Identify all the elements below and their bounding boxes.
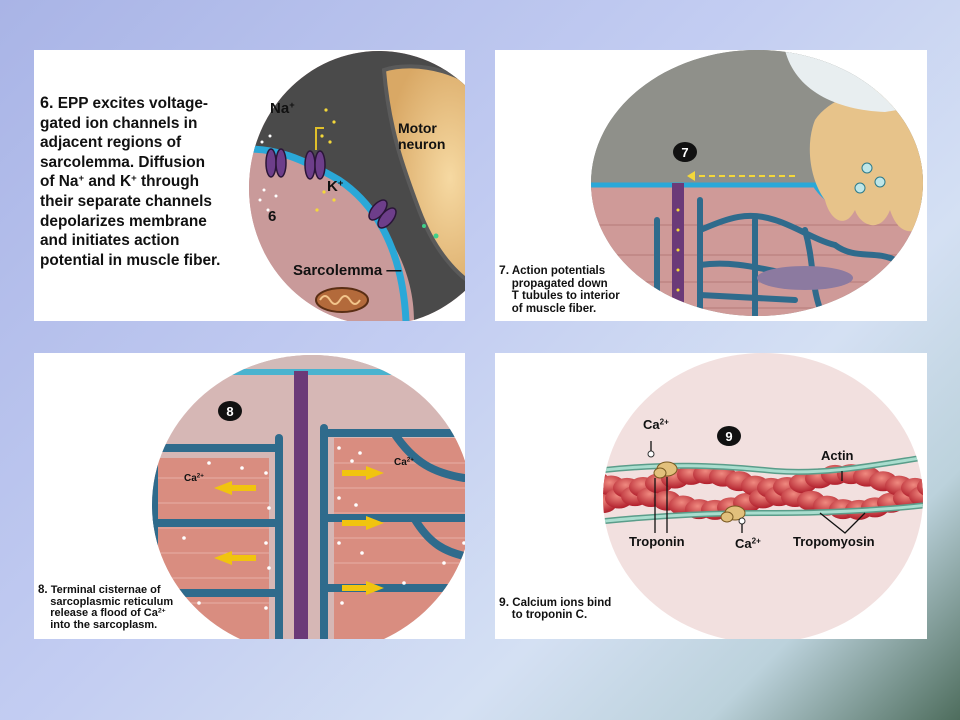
step-9-caption: 9. Calcium ions bind to troponin C.	[499, 596, 699, 621]
caption-sup-k: +	[131, 173, 137, 185]
caption-line-6: their separate channels	[40, 192, 212, 210]
label-ca-left: Ca2+	[184, 473, 204, 484]
panel-step-9: 9 Ca2+ Actin Troponin Ca2+ Tropomyosin 9…	[495, 353, 927, 639]
caption-line-1: Action potentials	[511, 265, 606, 277]
caption-line-1: Terminal cisternae of	[50, 584, 161, 596]
caption-line-1: Calcium ions bind	[512, 597, 612, 609]
label-ca-right-sup: 2+	[406, 456, 414, 464]
caption-line-4: sarcolemma. Diffusion	[40, 153, 206, 171]
caption-line-5-c: through	[136, 173, 200, 191]
label-k: K+	[327, 178, 343, 195]
label-ca-right: Ca2+	[394, 457, 414, 468]
label-ca-bottom: Ca2+	[735, 536, 761, 551]
label-neuron-text: neuron	[398, 136, 446, 152]
label-k-text: K	[327, 178, 338, 195]
caption-number: 7.	[499, 263, 510, 277]
label-troponin: Troponin	[629, 534, 685, 549]
caption-line-3: T tubules to interior	[511, 290, 620, 302]
panel-step-6: 6. EPP excites voltage-gated ion channel…	[34, 50, 465, 321]
step-7-badge: 7	[673, 142, 697, 162]
step-7-illustration	[591, 50, 923, 316]
label-ca-top-sup: 2+	[659, 417, 669, 427]
step-6-caption: 6. EPP excites voltage-gated ion channel…	[40, 94, 250, 270]
actin-bead	[909, 486, 923, 507]
label-na-sup: +	[289, 99, 295, 110]
caption-line-5-a: of Na	[40, 173, 79, 191]
caption-line-2: to troponin C.	[511, 609, 588, 621]
label-na: Na+	[270, 100, 295, 117]
panel-step-7: 7 7. Action potentials propagated down T…	[495, 50, 927, 321]
caption-number: 8.	[38, 584, 48, 596]
actin-bead	[925, 487, 927, 507]
caption-line-1: EPP excites voltage-	[57, 95, 209, 112]
caption-sup-na: +	[78, 173, 85, 185]
step-6-marker: 6	[268, 208, 277, 225]
label-ca-bottom-text: Ca	[735, 536, 752, 551]
label-k-sup: +	[337, 177, 344, 188]
step-9-illustration	[603, 353, 927, 639]
caption-line-3: adjacent regions of	[40, 134, 182, 152]
caption-line-3-sup: 2+	[157, 607, 166, 615]
label-ca-left-sup: 2+	[196, 472, 204, 480]
label-sarcolemma: Sarcolemma —	[293, 262, 402, 279]
panel-step-8: 8 Ca2+ Ca2+ 8. Terminal cisternae of sar…	[34, 353, 465, 639]
step-8-caption: 8. Terminal cisternae of sarcoplasmic re…	[38, 584, 238, 631]
caption-number: 9.	[499, 595, 510, 609]
label-ca-top-text: Ca	[643, 417, 660, 432]
caption-line-2: propagated down	[511, 277, 608, 290]
step-8-illustration	[152, 355, 465, 639]
caption-line-3: release a flood of Ca	[50, 607, 158, 619]
label-actin: Actin	[821, 448, 854, 463]
step-7-caption: 7. Action potentials propagated down T t…	[499, 264, 699, 315]
caption-line-9: potential in muscle fiber.	[40, 251, 221, 269]
step-9-badge: 9	[717, 426, 741, 446]
label-ca-top: Ca2+	[643, 417, 669, 432]
label-motor-text: Motor	[398, 120, 437, 136]
label-ca-right-text: Ca	[394, 457, 407, 468]
label-ca-left-text: Ca	[184, 473, 197, 484]
label-na-text: Na	[270, 100, 290, 117]
label-ca-bottom-sup: 2+	[751, 536, 761, 546]
step-8-badge: 8	[218, 401, 242, 421]
caption-line-5-b: and K	[84, 173, 132, 191]
caption-line-8: and initiates action	[40, 232, 180, 250]
caption-line-2: sarcoplasmic reticulum	[50, 595, 174, 608]
label-sarcolemma-text: Sarcolemma	[293, 262, 383, 279]
caption-number: 6.	[40, 94, 54, 112]
caption-line-7: depolarizes membrane	[40, 212, 207, 230]
step-6-illustration	[249, 51, 465, 321]
caption-line-4: of muscle fiber.	[511, 302, 597, 315]
caption-line-2: gated ion channels in	[40, 114, 198, 132]
label-tropomyosin: Tropomyosin	[793, 534, 875, 549]
caption-line-4: into the sarcoplasm.	[50, 618, 158, 631]
